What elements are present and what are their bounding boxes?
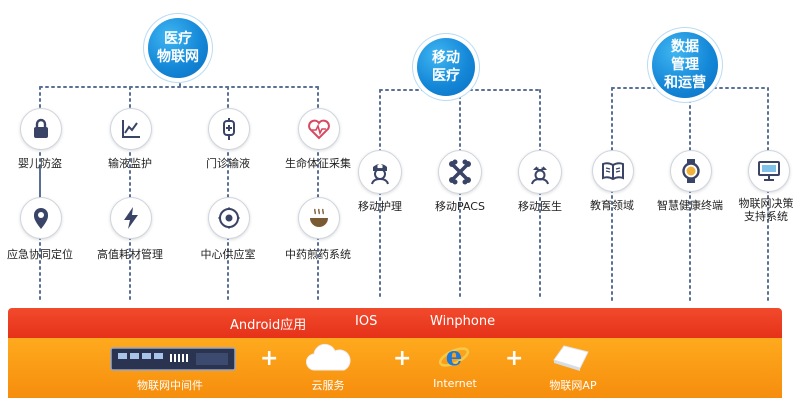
node-mobile-nursing [358,150,402,194]
doctor-icon [531,163,549,185]
platform-band [8,308,782,338]
wireless-ap-icon [553,345,589,371]
node-smart-health [670,150,712,192]
label-mobile-nursing: 移动护理 [358,200,402,213]
label-mobile-pacs: 移动PACS [435,200,485,213]
infusion-bag-icon [223,118,235,140]
platform-android: Android应用 [230,318,307,333]
plus-sign: + [393,346,412,371]
label-vital-signs: 生命体征采集 [285,157,351,170]
heartbeat-icon [308,119,330,140]
node-herbal-decoction [298,197,340,239]
hub-mobile-medical: 移动医疗 [417,38,475,96]
node-education [592,150,634,192]
label-infant-antitheft: 婴儿防盗 [18,157,62,170]
platform-winphone: Winphone [430,314,496,329]
lock-icon [34,118,48,138]
node-outpatient-infusion [208,108,250,150]
platform-ios: IOS [355,314,378,329]
watch-icon [682,159,700,183]
label-iot-ap: 物联网AP [549,379,597,392]
label-education: 教育领域 [590,199,634,212]
node-mobile-pacs [438,150,482,194]
label-emergency-locate: 应急协同定位 [7,248,73,261]
lightning-icon [124,207,138,229]
book-icon [602,162,624,181]
cloud-icon [306,343,351,371]
plus-sign: + [505,346,524,371]
label-decision-support: 物联网决策 支持系统 [738,197,794,223]
node-decision-support [748,150,790,192]
node-consumables-mgmt [110,197,152,239]
bone-icon [449,159,471,185]
label-herbal-decoction: 中药煎药系统 [285,248,351,261]
label-central-supply: 中心供应室 [200,248,256,261]
chart-line-icon [122,120,140,138]
cycle-icon [218,207,240,229]
middleware-device-icon [110,347,236,371]
node-mobile-doctor [518,150,562,194]
location-pin-icon [34,208,48,229]
plus-sign: + [260,346,279,371]
internet-explorer-icon: e [438,342,470,372]
computer-icon [758,161,780,181]
node-vital-signs [298,108,340,150]
node-emergency-locate [20,197,62,239]
label-mobile-doctor: 移动医生 [518,200,562,213]
label-cloud: 云服务 [311,379,345,392]
node-infusion-monitor [110,108,152,150]
label-outpatient-infusion: 门诊输液 [206,157,250,170]
label-consumables-mgmt: 高值耗材管理 [97,248,163,261]
hub-medical-iot: 医疗物联网 [148,18,208,78]
label-smart-health: 智慧健康终端 [657,199,723,212]
svg-text:e: e [446,342,463,372]
node-central-supply [208,197,250,239]
label-internet: Internet [433,377,477,390]
node-infant-antitheft [20,108,62,150]
label-middleware: 物联网中间件 [137,379,203,392]
bowl-icon [310,208,328,227]
hub-data-management: 数据管理和运营 [652,32,718,98]
nurse-icon [371,164,389,185]
label-infusion-monitor: 输液监护 [108,157,152,170]
